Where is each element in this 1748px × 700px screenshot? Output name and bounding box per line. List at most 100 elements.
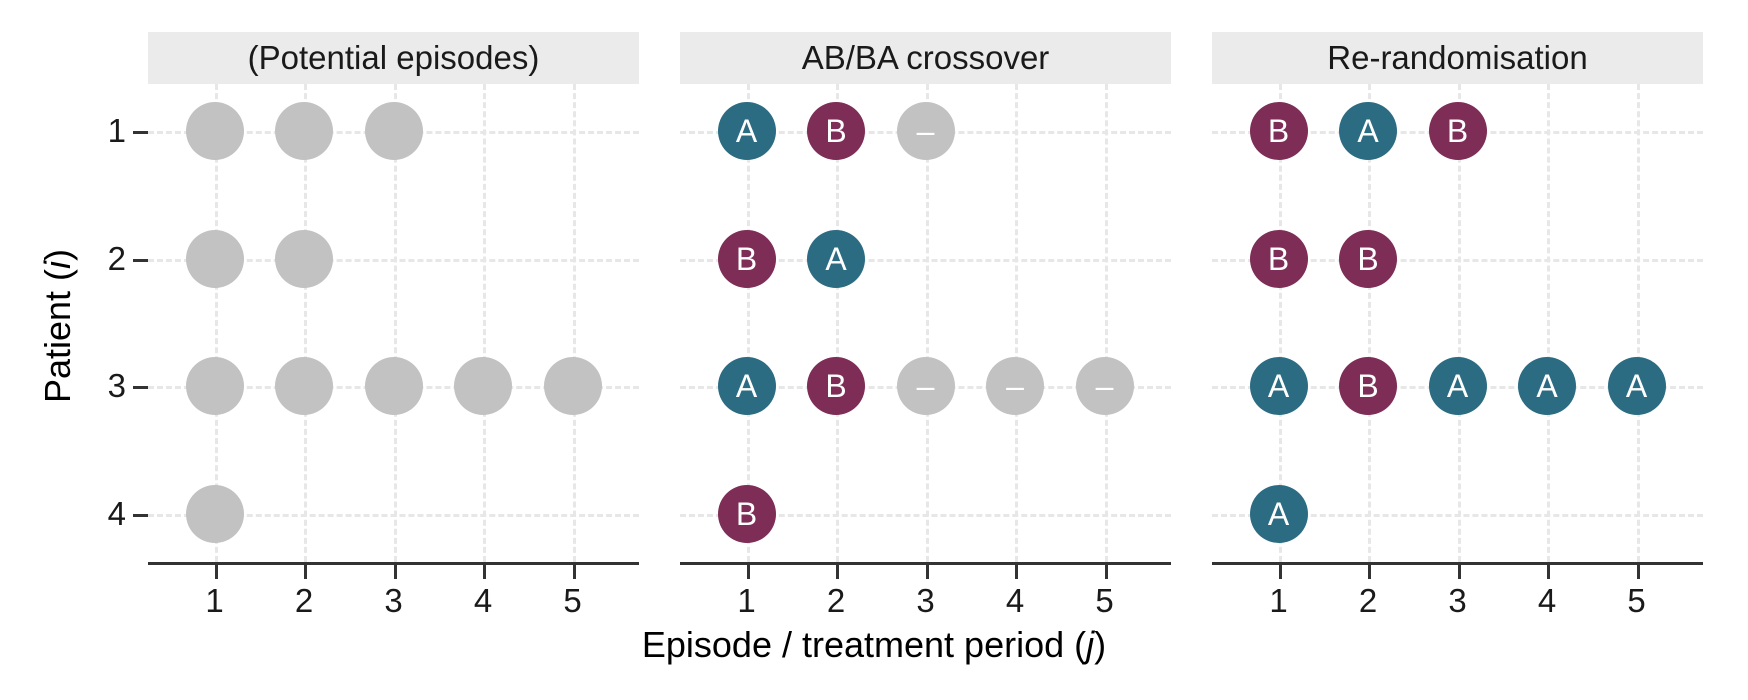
- x-axis-tick: [1547, 564, 1550, 579]
- treatment-dot: [364, 102, 423, 160]
- treatment-dot: –: [1075, 357, 1134, 415]
- x-tick-label: 3: [916, 582, 935, 619]
- x-tick-label: 5: [1095, 582, 1114, 619]
- treatment-dot: [185, 357, 244, 415]
- x-axis-title: Episode / treatment period (j): [0, 624, 1748, 666]
- treatment-dot: A: [1428, 357, 1487, 415]
- gridline-vertical: [1368, 84, 1371, 562]
- gridline-vertical: [483, 84, 486, 562]
- gridline-vertical: [1104, 84, 1108, 562]
- treatment-dot: [185, 230, 244, 288]
- gridline-vertical: [746, 84, 750, 562]
- gridline-vertical: [304, 84, 307, 562]
- y-tick-label: 2: [107, 240, 126, 277]
- treatment-dot: A: [717, 357, 776, 415]
- x-tick-label: 2: [1358, 582, 1378, 619]
- gridline-vertical: [836, 84, 839, 562]
- treatment-dot: [275, 230, 333, 288]
- x-axis-tick: [483, 564, 486, 579]
- x-axis-tick: [1368, 564, 1371, 579]
- treatment-dot: [364, 357, 423, 415]
- x-tick-label: 4: [473, 582, 493, 619]
- x-axis-title-close: ): [1094, 624, 1107, 665]
- treatment-dot: [275, 102, 333, 160]
- treatment-dot: A: [807, 230, 865, 288]
- x-axis-line: [148, 562, 639, 565]
- gridline-horizontal: [680, 514, 1171, 517]
- facet-strip-1: (Potential episodes): [148, 32, 639, 84]
- treatment-dot: A: [1249, 357, 1308, 415]
- y-tick-label: 3: [107, 367, 126, 404]
- gridline-vertical: [1278, 84, 1282, 562]
- gridline-vertical: [1547, 84, 1550, 562]
- x-tick-label: 5: [1627, 582, 1646, 619]
- x-axis-tick: [925, 564, 929, 579]
- x-axis-tick: [1015, 564, 1018, 579]
- treatment-dot: B: [1339, 230, 1397, 288]
- y-tick-label: 1: [107, 112, 126, 149]
- x-axis-line: [680, 562, 1171, 565]
- treatment-dot: B: [807, 357, 865, 415]
- y-axis-tick: [133, 514, 148, 517]
- x-tick-label: 5: [563, 582, 582, 619]
- gridline-vertical: [572, 84, 576, 562]
- treatment-dot: [275, 357, 333, 415]
- treatment-dot: B: [1339, 357, 1397, 415]
- gridline-horizontal: [1212, 259, 1703, 262]
- treatment-dot: B: [717, 230, 776, 288]
- x-axis-tick: [1104, 564, 1108, 579]
- treatment-dot: B: [807, 102, 865, 160]
- treatment-dot: B: [717, 485, 776, 543]
- x-axis-tick: [1457, 564, 1461, 579]
- y-axis-tick: [133, 259, 148, 262]
- treatment-dot: [454, 357, 512, 415]
- y-axis-tick: [133, 386, 148, 389]
- treatment-dot: [185, 102, 244, 160]
- x-tick-label: 1: [205, 582, 224, 619]
- gridline-vertical: [1636, 84, 1640, 562]
- treatment-dot: B: [1249, 102, 1308, 160]
- gridline-vertical: [1015, 84, 1018, 562]
- x-tick-label: 1: [737, 582, 756, 619]
- facet-strip-2: AB/BA crossover: [680, 32, 1171, 84]
- y-tick-label: 4: [107, 495, 126, 532]
- x-axis-tick: [572, 564, 576, 579]
- treatment-dot: –: [896, 102, 955, 160]
- x-axis-tick: [214, 564, 218, 579]
- treatment-dot: B: [1249, 230, 1308, 288]
- treatment-dot: A: [717, 102, 776, 160]
- gridline-horizontal: [1212, 514, 1703, 517]
- gridline-horizontal: [680, 259, 1171, 262]
- gridline-vertical: [214, 84, 218, 562]
- treatment-dot: A: [1607, 357, 1666, 415]
- x-tick-label: 2: [294, 582, 314, 619]
- gridline-vertical: [1457, 84, 1461, 562]
- gridline-vertical: [393, 84, 397, 562]
- x-axis-tick: [1278, 564, 1282, 579]
- treatment-dot: –: [986, 357, 1044, 415]
- x-axis-title-text: Episode / treatment period (: [641, 624, 1087, 665]
- x-tick-label: 1: [1269, 582, 1288, 619]
- x-tick-label: 3: [384, 582, 403, 619]
- treatment-dot: [543, 357, 602, 415]
- x-axis-line: [1212, 562, 1703, 565]
- treatment-dot: B: [1428, 102, 1487, 160]
- treatment-dot: –: [896, 357, 955, 415]
- treatment-dot: [185, 485, 244, 543]
- x-axis-tick: [393, 564, 397, 579]
- treatment-dot: A: [1249, 485, 1308, 543]
- x-axis-tick: [746, 564, 750, 579]
- gridline-vertical: [925, 84, 929, 562]
- x-axis-tick: [1636, 564, 1640, 579]
- gridline-horizontal: [148, 259, 639, 262]
- treatment-dot: A: [1339, 102, 1397, 160]
- x-axis-tick: [304, 564, 307, 579]
- x-axis-variable: j: [1086, 624, 1095, 665]
- x-tick-label: 4: [1537, 582, 1557, 619]
- facet-strip-3: Re-randomisation: [1212, 32, 1703, 84]
- x-axis-tick: [836, 564, 839, 579]
- x-tick-label: 2: [826, 582, 846, 619]
- treatment-dot: A: [1518, 357, 1576, 415]
- y-axis-tick: [133, 131, 148, 134]
